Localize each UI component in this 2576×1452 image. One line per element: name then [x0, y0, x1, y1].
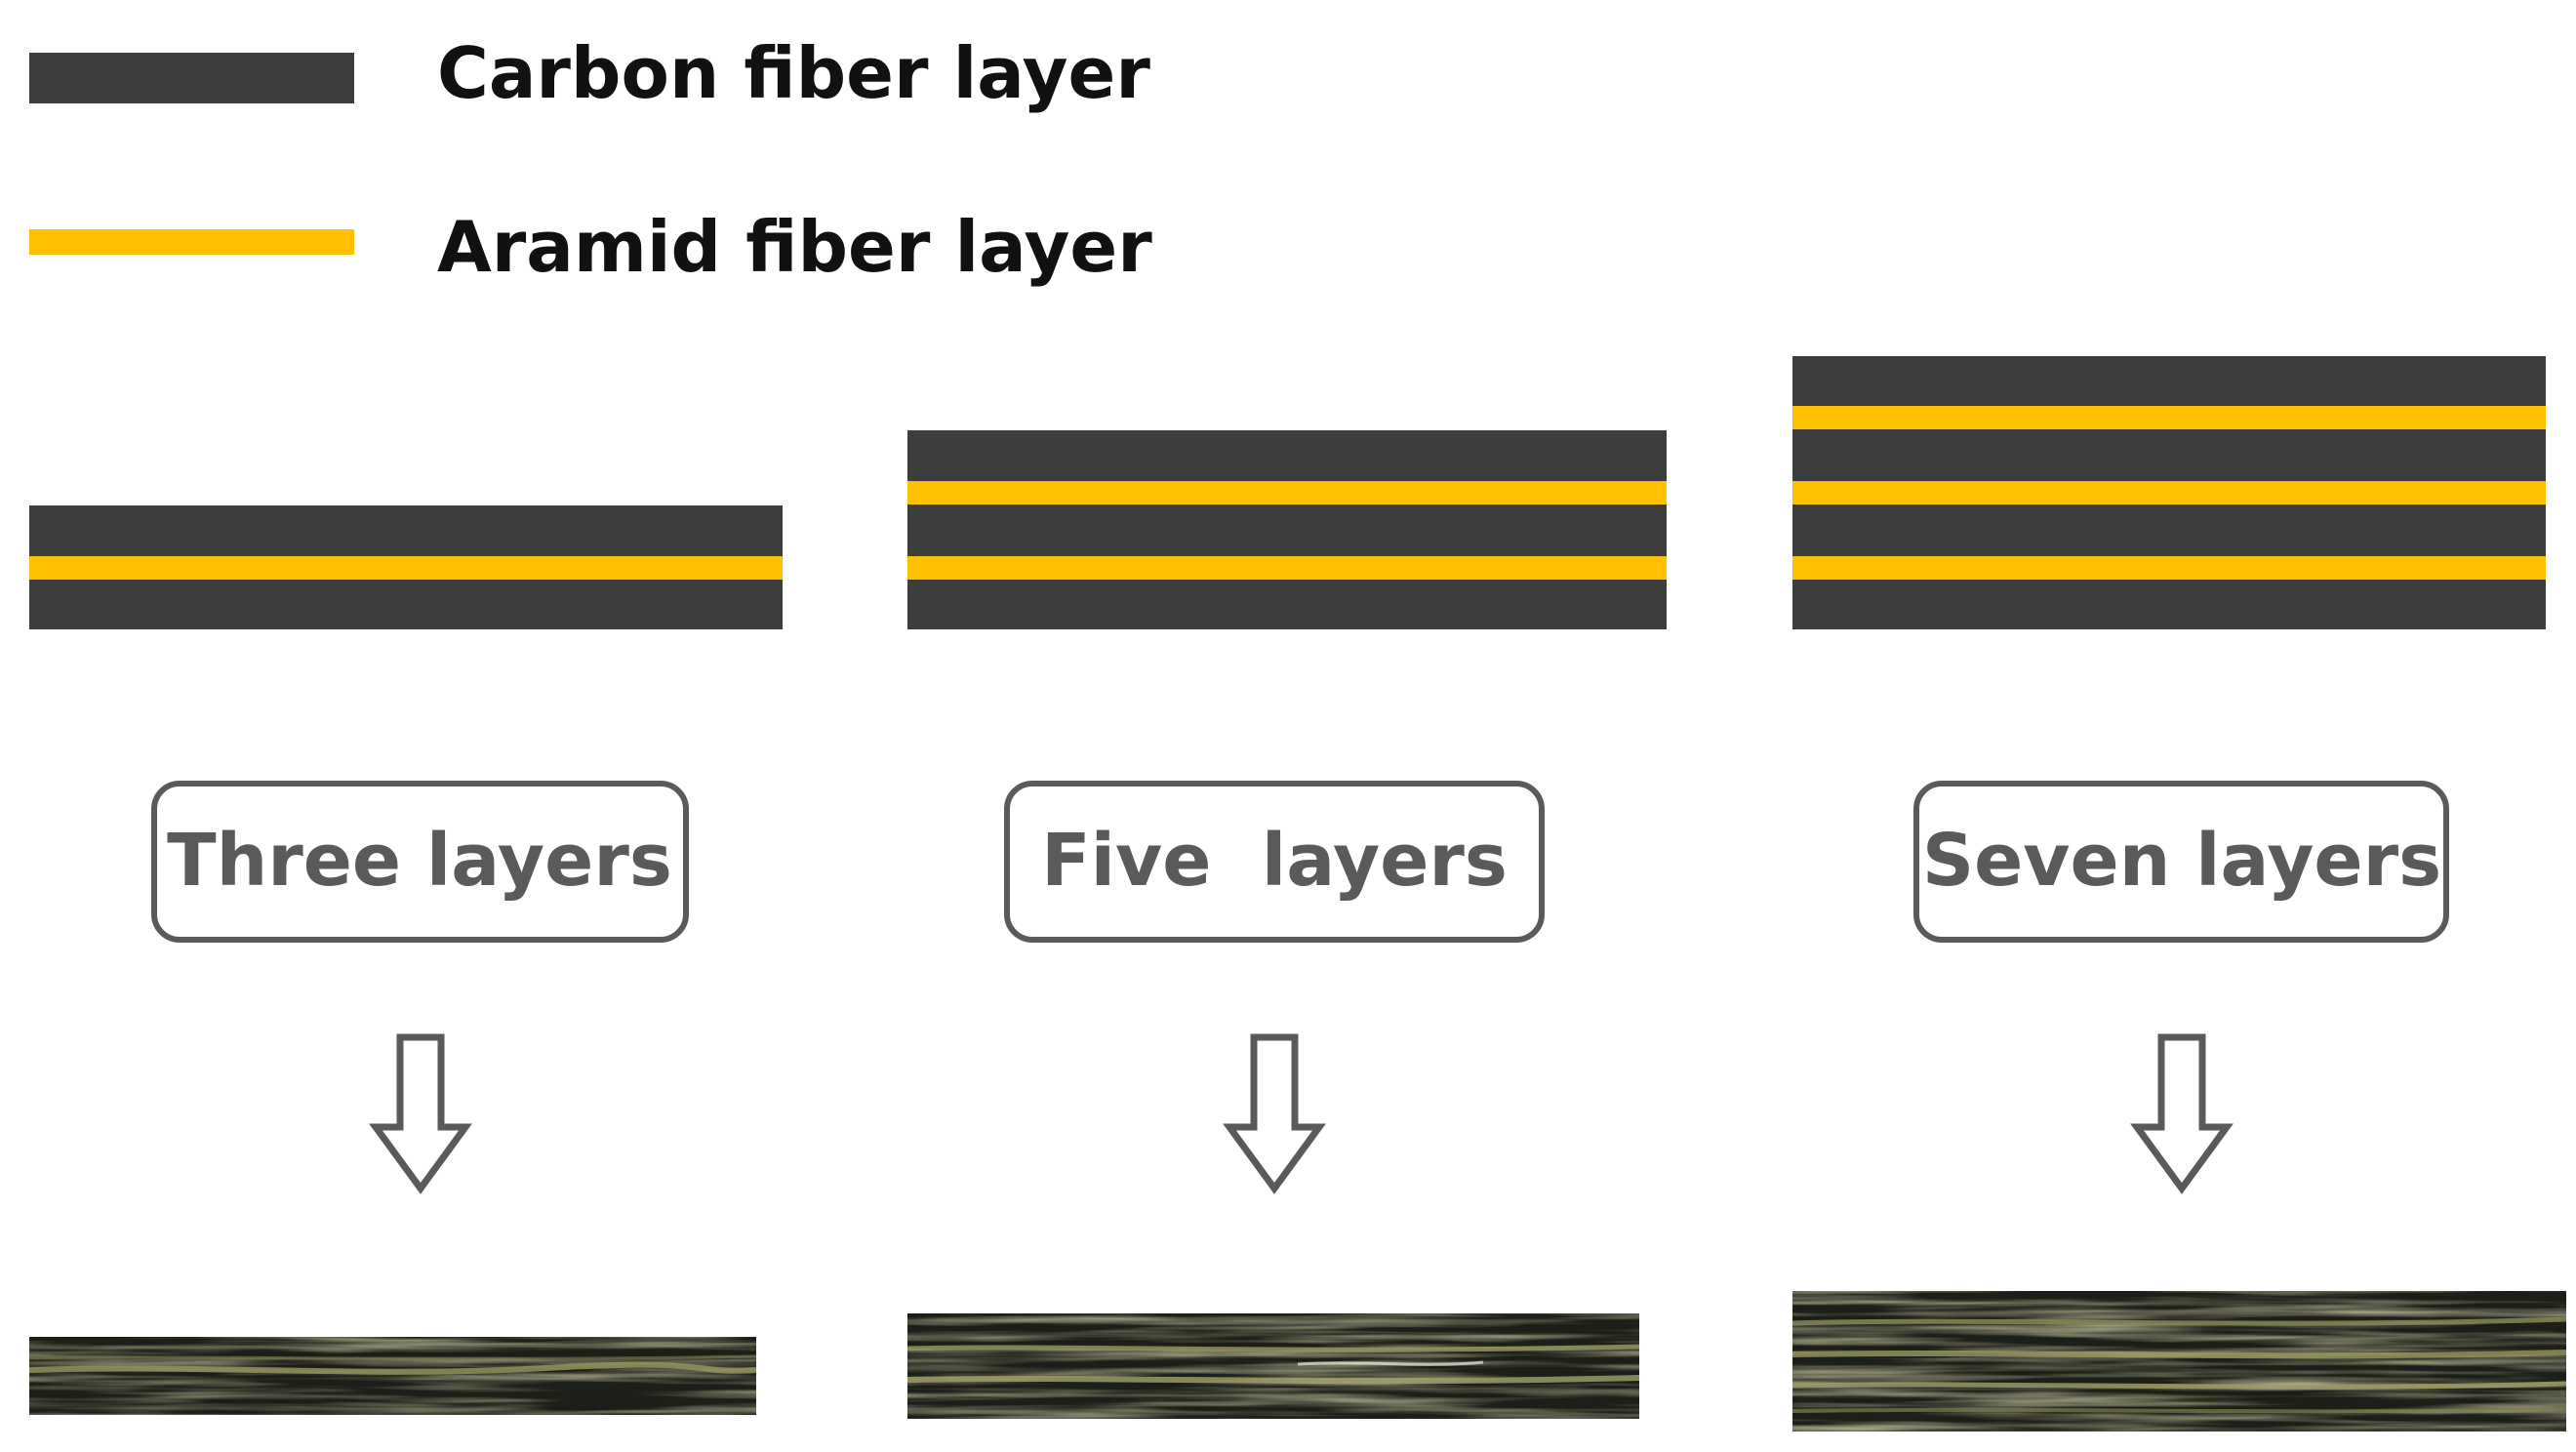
- layer-stack-seven: [1792, 356, 2546, 629]
- legend-item-aramid: Aramid fiber layer: [29, 206, 1152, 288]
- legend: Carbon fiber layer Aramid fiber layer: [29, 32, 1152, 288]
- sample-photo-five: [906, 1313, 1640, 1419]
- down-arrow-icon: [2130, 1033, 2234, 1194]
- legend-label-aramid: Aramid fiber layer: [437, 206, 1152, 288]
- aramid-layer: [907, 556, 1667, 580]
- label-box-three: Three layers: [151, 781, 689, 943]
- config-label-seven: Seven layers: [1922, 819, 2441, 903]
- config-five-layers: Five layers: [906, 430, 1667, 1419]
- config-label-five: Five layers: [1041, 819, 1508, 903]
- sample-photo-three: [28, 1337, 757, 1415]
- down-arrow-icon: [1223, 1033, 1326, 1194]
- aramid-layer: [1792, 481, 2546, 504]
- config-seven-layers: Seven layers: [1791, 356, 2567, 1432]
- aramid-layer: [1792, 406, 2546, 429]
- label-box: [151, 781, 689, 943]
- sample-photo-seven: [1791, 1291, 2567, 1432]
- layer-stack-three: [29, 505, 783, 629]
- layer-stack-five: [907, 430, 1667, 629]
- carbon-swatch: [29, 53, 354, 103]
- aramid-swatch: [29, 229, 354, 255]
- carbon-layer: [907, 430, 1667, 629]
- label-box: [1913, 781, 2449, 943]
- config-three-layers: Three layers: [28, 505, 783, 1415]
- label-box-five: Five layers: [1004, 781, 1545, 943]
- legend-item-carbon: Carbon fiber layer: [29, 32, 1150, 114]
- label-box: [1004, 781, 1545, 943]
- aramid-layer: [907, 481, 1667, 504]
- aramid-layer: [29, 556, 783, 580]
- down-arrow-icon: [369, 1033, 472, 1194]
- config-label-three: Three layers: [167, 819, 672, 903]
- legend-label-carbon: Carbon fiber layer: [437, 32, 1150, 114]
- aramid-layer: [1792, 556, 2546, 580]
- label-box-seven: Seven layers: [1913, 781, 2449, 943]
